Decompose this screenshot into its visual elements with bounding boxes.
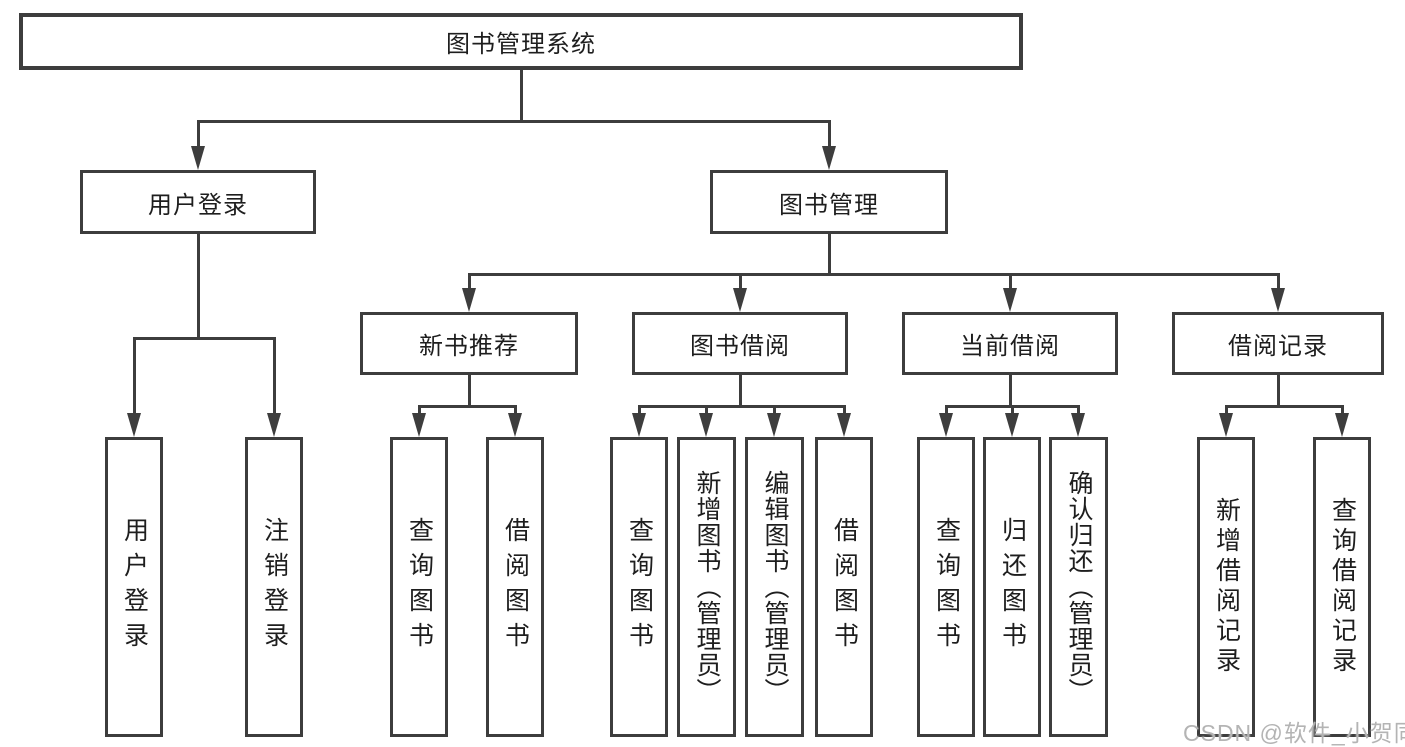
node-library-system-label: 图书管理系统	[446, 31, 596, 58]
connector-drop-cb-return	[1010, 405, 1014, 415]
connector-bookmgmt-stub	[827, 234, 831, 276]
leaf-records-add-label: 新增借阅记录	[1212, 497, 1241, 677]
connector-newbook-hline	[417, 405, 517, 408]
arrowhead-bb-borrow	[837, 413, 851, 437]
node-current-borrow-label: 当前借阅	[960, 333, 1060, 360]
node-user-login-label: 用户登录	[148, 191, 248, 219]
node-new-book-recommend-label: 新书推荐	[419, 333, 519, 360]
connector-drop-current-borrow	[1008, 273, 1012, 290]
connector-drop-bb-query	[637, 405, 641, 415]
leaf-borrow-borrow: 借阅图书	[815, 437, 873, 737]
node-library-system: 图书管理系统	[19, 13, 1023, 70]
leaf-borrow-borrow-label: 借阅图书	[830, 517, 859, 657]
leaf-current-confirm-admin: 确认归还（管理员）	[1049, 437, 1108, 737]
connector-drop-br-add	[1224, 405, 1228, 415]
arrowhead-nb-borrow	[508, 413, 522, 437]
connector-root-hline	[196, 120, 831, 123]
leaf-logout-label: 注销登录	[260, 517, 289, 657]
leaf-current-confirm-admin-label: 确认归还（管理员）	[1065, 470, 1093, 704]
arrowhead-cb-return	[1005, 413, 1019, 437]
connector-newbook-stub	[467, 375, 471, 408]
node-book-borrow-label: 图书借阅	[690, 333, 790, 360]
connector-drop-new-book	[467, 273, 471, 290]
connector-records-hline	[1224, 405, 1344, 408]
node-current-borrow: 当前借阅	[902, 312, 1118, 375]
leaf-borrow-edit-admin: 编辑图书（管理员）	[745, 437, 804, 737]
connector-borrow-stub	[738, 375, 742, 408]
leaf-borrow-add-admin: 新增图书（管理员）	[677, 437, 736, 737]
connector-records-stub	[1276, 375, 1280, 408]
connector-userlogin-hline	[132, 337, 276, 340]
leaf-current-return: 归还图书	[983, 437, 1041, 737]
leaf-current-query-label: 查询图书	[932, 517, 961, 657]
arrowhead-bb-edit	[767, 413, 781, 437]
connector-drop-user-login	[196, 120, 200, 148]
connector-drop-bb-add	[704, 405, 708, 415]
arrowhead-user-login	[191, 146, 205, 170]
arrowhead-current-borrow	[1003, 288, 1017, 312]
csdn-watermark: CSDN @软件_小贺同学	[1183, 720, 1405, 746]
connector-drop-br-query	[1340, 405, 1344, 415]
leaf-borrow-query: 查询图书	[610, 437, 668, 737]
arrowhead-bb-query	[632, 413, 646, 437]
arrowhead-br-add	[1219, 413, 1233, 437]
leaf-current-query: 查询图书	[917, 437, 975, 737]
node-new-book-recommend: 新书推荐	[360, 312, 578, 375]
connector-drop-borrow-records	[1276, 273, 1280, 290]
connector-current-stub	[1008, 375, 1012, 408]
node-book-management: 图书管理	[710, 170, 948, 234]
leaf-records-add: 新增借阅记录	[1197, 437, 1255, 737]
connector-drop-book-mgmt	[827, 120, 831, 148]
connector-drop-nb-borrow	[513, 405, 517, 415]
connector-drop-bb-edit	[772, 405, 776, 415]
connector-drop-book-borrow	[738, 273, 742, 290]
connector-userlogin-stub	[196, 234, 200, 340]
node-borrow-records-label: 借阅记录	[1228, 333, 1328, 360]
arrowhead-nb-query	[412, 413, 426, 437]
arrowhead-borrow-records	[1271, 288, 1285, 312]
leaf-records-query: 查询借阅记录	[1313, 437, 1371, 737]
arrowhead-cb-query	[939, 413, 953, 437]
leaf-borrow-edit-admin-label: 编辑图书（管理员）	[761, 470, 789, 704]
connector-drop-cb-query	[944, 405, 948, 415]
connector-drop-leaf-login	[132, 337, 136, 415]
leaf-current-return-label: 归还图书	[998, 517, 1027, 657]
node-book-borrow: 图书借阅	[632, 312, 848, 375]
leaf-newbook-query: 查询图书	[390, 437, 448, 737]
arrowhead-leaf-login	[127, 413, 141, 437]
arrowhead-new-book	[462, 288, 476, 312]
arrowhead-book-mgmt	[822, 146, 836, 170]
connector-drop-nb-query	[417, 405, 421, 415]
arrowhead-book-borrow	[733, 288, 747, 312]
leaf-records-query-label: 查询借阅记录	[1328, 497, 1357, 677]
leaf-borrow-query-label: 查询图书	[625, 517, 654, 657]
leaf-newbook-borrow-label: 借阅图书	[501, 517, 530, 657]
node-book-management-label: 图书管理	[779, 191, 879, 219]
node-borrow-records: 借阅记录	[1172, 312, 1384, 375]
leaf-newbook-query-label: 查询图书	[405, 517, 434, 657]
leaf-logout: 注销登录	[245, 437, 303, 737]
connector-drop-bb-borrow	[842, 405, 846, 415]
connector-borrow-hline	[637, 405, 846, 408]
node-user-login: 用户登录	[80, 170, 316, 234]
connector-drop-cb-confirm	[1076, 405, 1080, 415]
arrowhead-bb-add	[699, 413, 713, 437]
leaf-newbook-borrow: 借阅图书	[486, 437, 544, 737]
leaf-user-login: 用户登录	[105, 437, 163, 737]
connector-root-stub	[519, 70, 523, 123]
arrowhead-cb-confirm	[1071, 413, 1085, 437]
leaf-user-login-label: 用户登录	[120, 517, 149, 657]
arrowhead-br-query	[1335, 413, 1349, 437]
connector-drop-leaf-logout	[272, 337, 276, 415]
leaf-borrow-add-admin-label: 新增图书（管理员）	[693, 470, 721, 704]
connector-bookmgmt-hline	[467, 273, 1280, 276]
arrowhead-leaf-logout	[267, 413, 281, 437]
